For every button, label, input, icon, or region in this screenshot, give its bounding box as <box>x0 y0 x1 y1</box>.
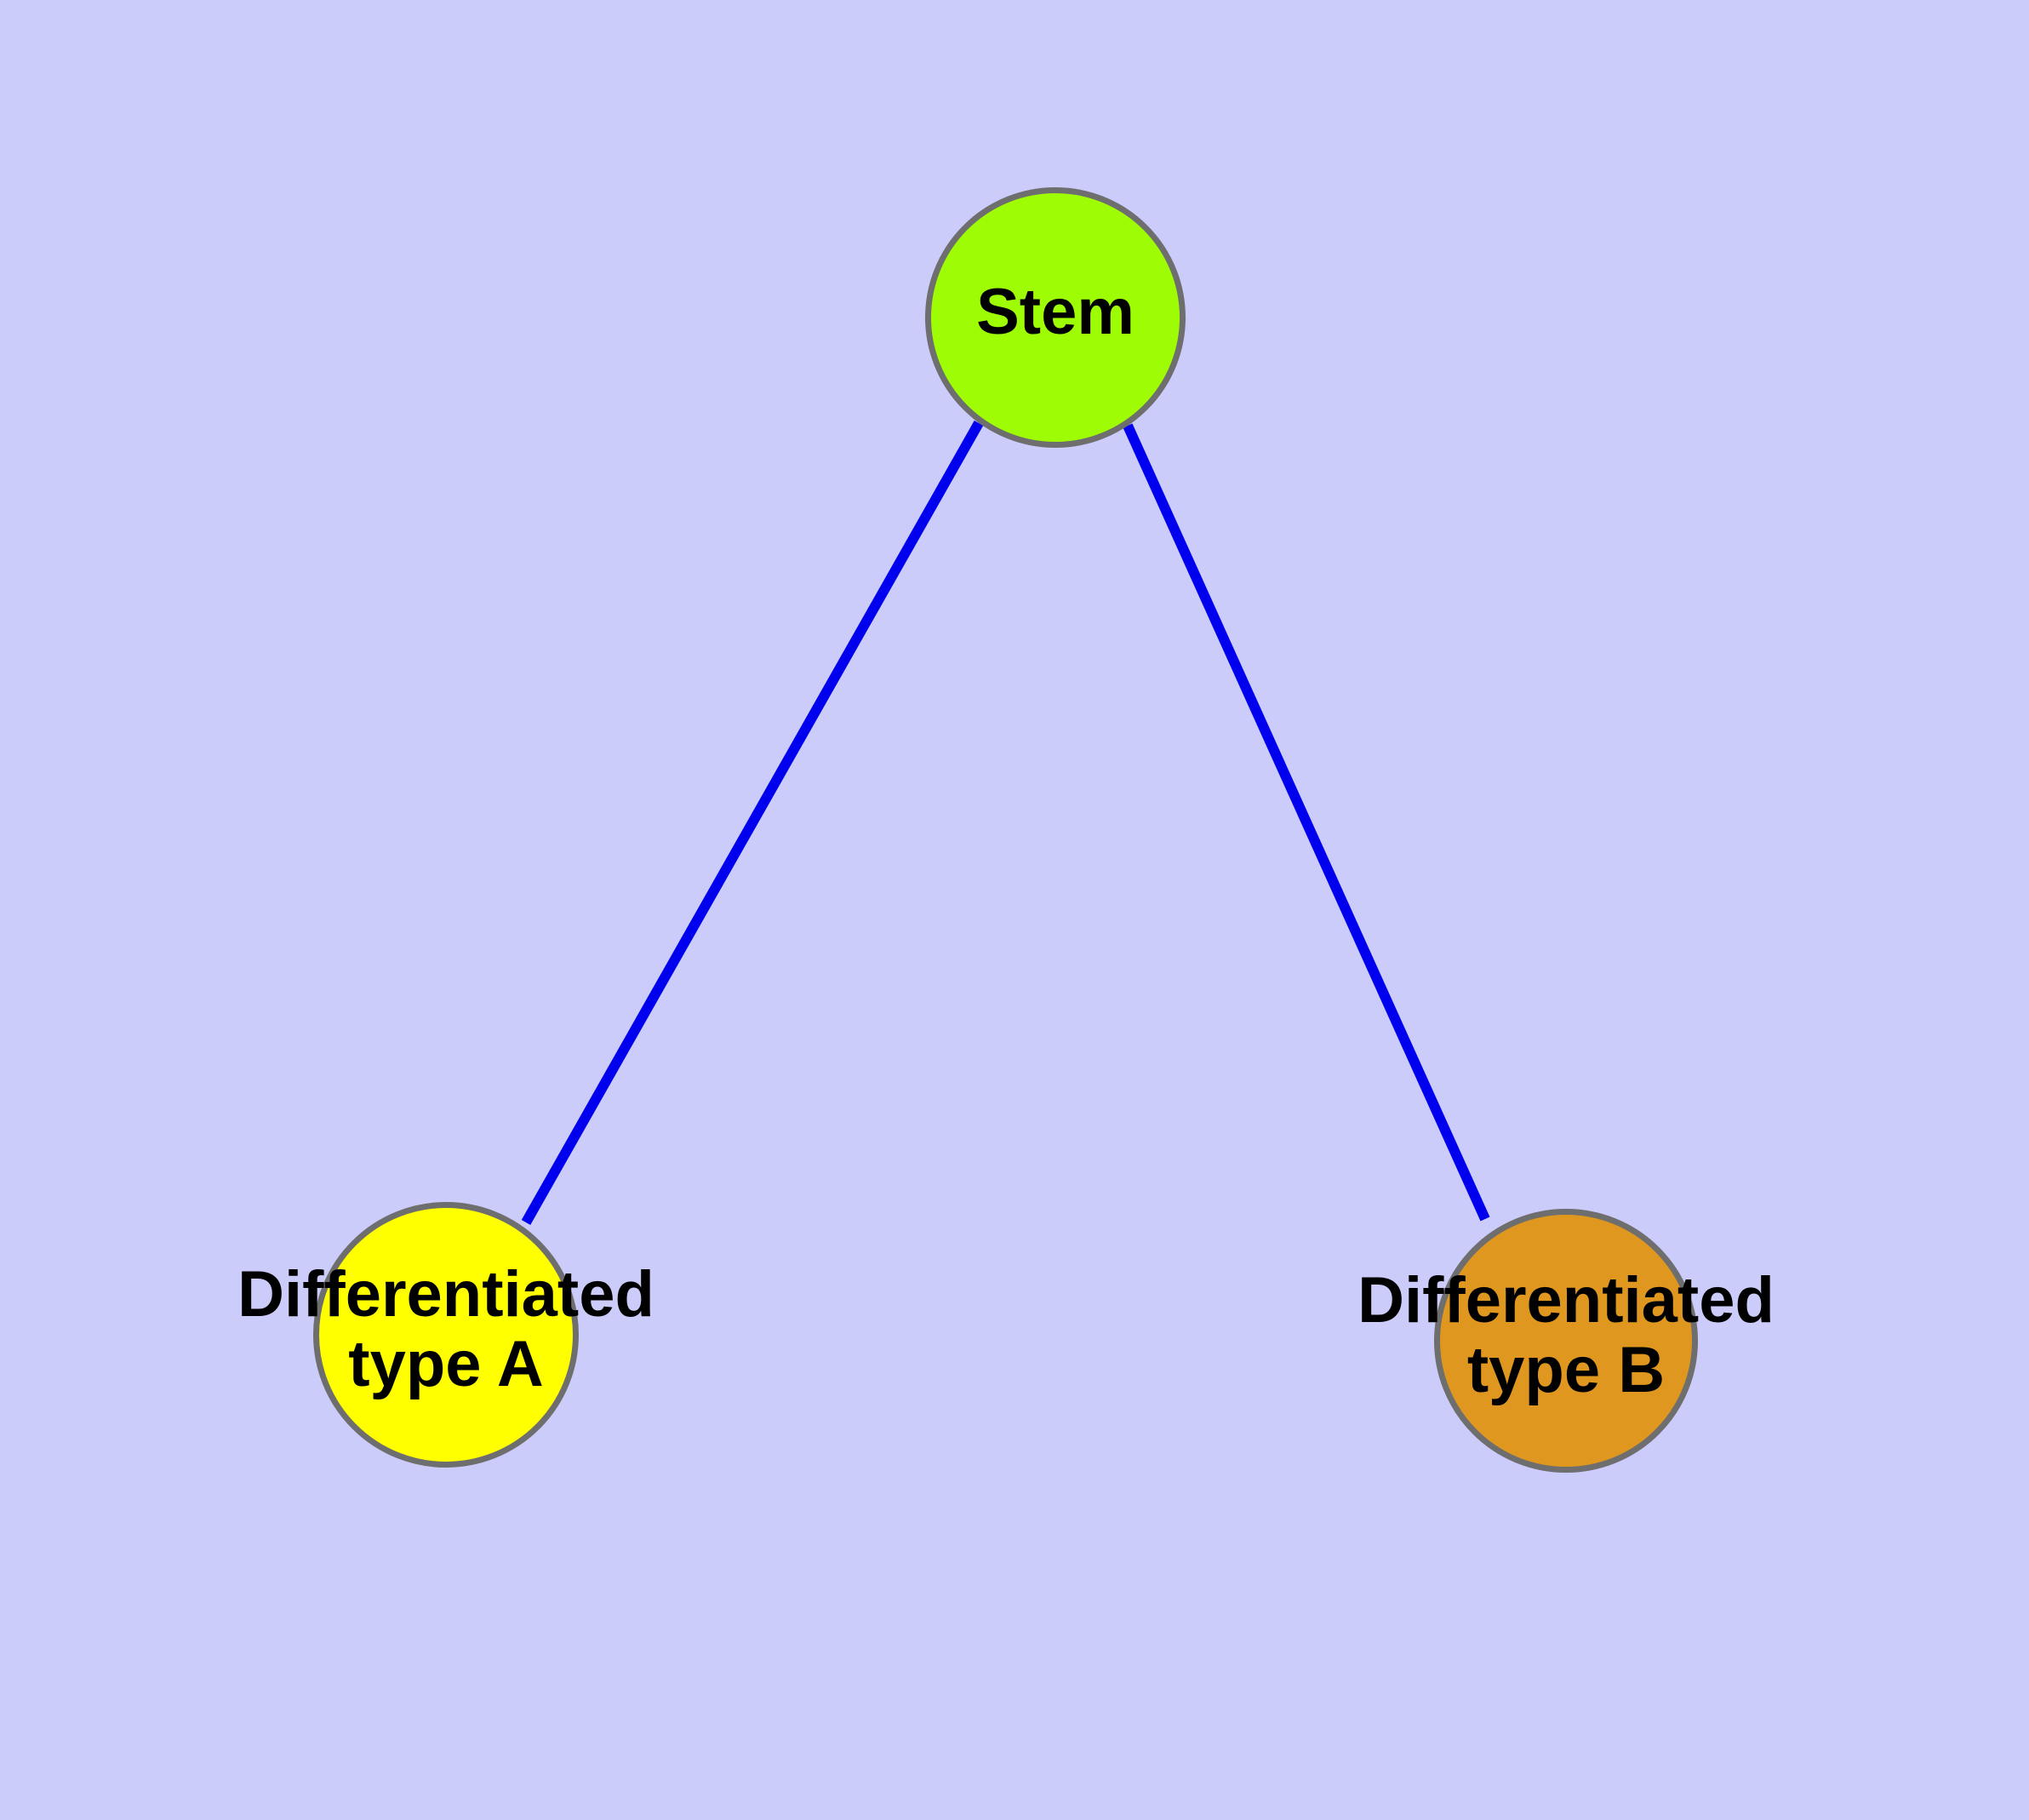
node-stem[interactable] <box>925 187 1186 448</box>
edge-stem-to-b[interactable] <box>1123 423 1490 1222</box>
edge-stem-to-a[interactable] <box>521 421 984 1225</box>
node-diff_b[interactable] <box>1434 1209 1698 1473</box>
node-diff_a[interactable] <box>313 1202 579 1468</box>
